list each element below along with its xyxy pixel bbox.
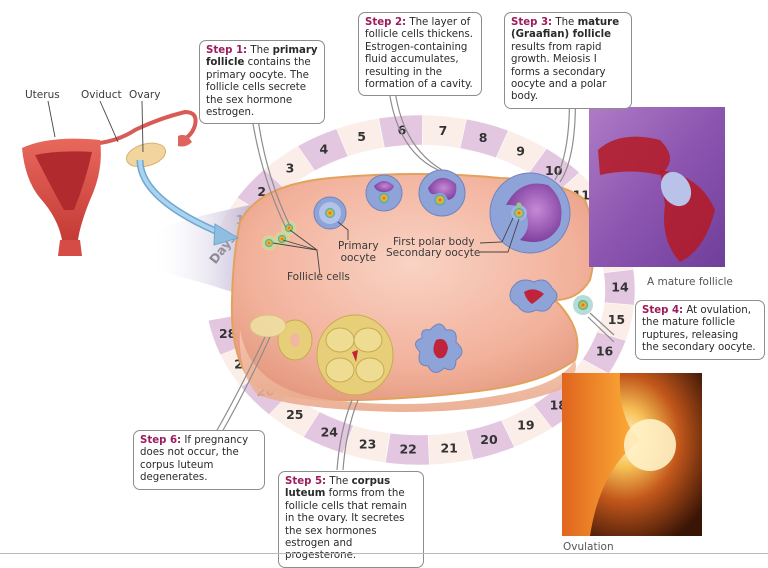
first-polar-body-label: First polar body: [393, 236, 475, 248]
oviduct-label: Oviduct: [81, 89, 122, 101]
primary-oocyte-label-line2: oocyte: [340, 252, 376, 264]
step-5-text-rest: forms from the follicle cells that remai…: [285, 488, 407, 562]
step-5-label: Step 5:: [285, 476, 327, 487]
day-label: 15: [608, 312, 625, 327]
step-3-callout: Step 3: The mature (Graafian) follicle r…: [504, 12, 632, 109]
step-5-callout: Step 5: The corpus luteum forms from the…: [278, 471, 424, 568]
primary-follicles: [261, 196, 347, 251]
ovary-icon: [125, 142, 167, 168]
day-label: 24: [321, 425, 339, 440]
step-3-text: The: [552, 17, 578, 28]
step-5-text: The: [326, 476, 352, 487]
oviduct-icon: [99, 109, 198, 145]
mature-graafian-follicle: [489, 172, 571, 254]
step-3-term: mature (Graafian) follicle: [511, 17, 620, 41]
mature-follicle-photo: [589, 107, 725, 267]
day-label: 14: [611, 280, 629, 295]
day-label: 5: [357, 129, 366, 144]
day-label: 4: [319, 142, 328, 157]
female-reproductive-organs: [22, 100, 240, 256]
day-label: 2: [257, 184, 266, 199]
day-label: 23: [359, 436, 376, 451]
step-1-text-rest: contains the primary oocyte. The follicl…: [206, 57, 311, 119]
day-label: 20: [480, 432, 498, 447]
ovulation-photo: [562, 373, 702, 536]
follicle-cells-label: Follicle cells: [287, 271, 350, 283]
bottom-border: [0, 553, 768, 554]
step-4-callout: Step 4: At ovulation, the mature follicl…: [635, 300, 765, 360]
day-label: 9: [516, 144, 525, 159]
primary-oocyte-label: Primary oocyte: [338, 240, 379, 264]
day-label: 7: [439, 123, 448, 138]
step-1-term: primary follicle: [206, 45, 318, 69]
day-label: 25: [286, 407, 303, 422]
leader-lines: [272, 217, 520, 276]
day-label: 22: [399, 442, 416, 457]
degenerating-corpus-luteum: [249, 314, 313, 361]
step-2-label: Step 2:: [365, 17, 407, 28]
day-label: 21: [440, 440, 457, 455]
step-5-term: corpus luteum: [285, 476, 391, 500]
mature-follicle-caption: A mature follicle: [647, 276, 733, 288]
day-label: 19: [517, 418, 534, 433]
ruptured-follicle: [509, 279, 593, 315]
day-label: 16: [596, 344, 614, 359]
early-corpus-luteum: [415, 323, 463, 373]
day-label: 8: [479, 130, 488, 145]
step-2-callout: Step 2: The layer of follicle cells thic…: [358, 12, 482, 97]
primary-oocyte-label-line1: Primary: [338, 240, 379, 252]
step-6-label: Step 6:: [140, 435, 182, 446]
day-label: 6: [398, 123, 407, 138]
step-3-label: Step 3:: [511, 17, 553, 28]
step-3-text-rest: results from rapid growth. Meiosis I for…: [511, 41, 607, 103]
step-1-text: The: [247, 45, 273, 56]
corpus-luteum: [316, 314, 394, 396]
step-6-callout: Step 6: If pregnancy does not occur, the…: [133, 430, 265, 490]
ovulation-caption: Ovulation: [563, 541, 614, 553]
step-2-text: The layer of follicle cells thickens. Es…: [365, 17, 474, 91]
step-1-callout: Step 1: The primary follicle contains th…: [199, 40, 325, 125]
step-4-label: Step 4:: [642, 305, 684, 316]
mesentery-shading: [150, 205, 255, 300]
uterus-label: Uterus: [25, 89, 60, 101]
step-4-text: At ovulation, the mature follicle ruptur…: [642, 305, 756, 354]
day-label: 3: [286, 160, 295, 175]
ovary-label: Ovary: [129, 89, 161, 101]
secondary-oocyte-label: Secondary oocyte: [386, 247, 481, 259]
step-1-label: Step 1:: [206, 45, 248, 56]
corpus-albicans: [249, 314, 287, 338]
step-6-text: If pregnancy does not occur, the corpus …: [140, 435, 249, 484]
